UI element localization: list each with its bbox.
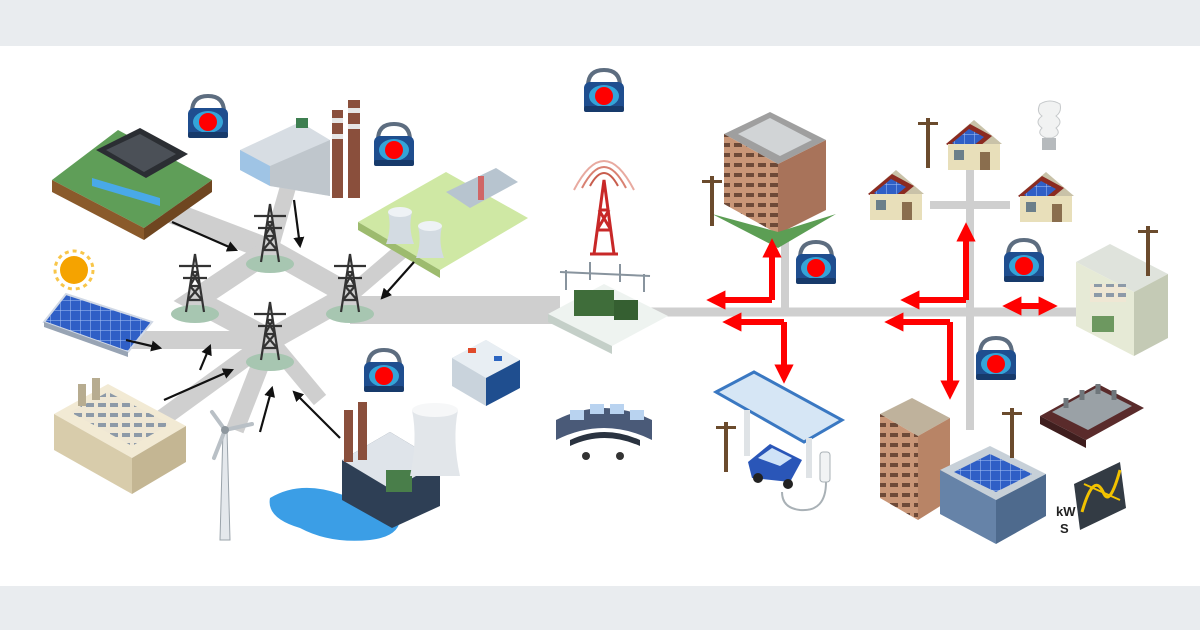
wind-turbine-icon	[210, 410, 254, 541]
storage-unit-icon	[1040, 384, 1144, 448]
feed-arrows	[125, 199, 415, 439]
substation-icon	[548, 262, 668, 354]
top-band	[0, 0, 1200, 46]
industrial-plant-icon	[54, 378, 186, 494]
house-icon	[946, 120, 1002, 170]
light-bulb-icon	[1037, 100, 1061, 150]
factory-icon	[52, 128, 212, 240]
battery-icon	[452, 340, 520, 406]
house-icon	[1018, 172, 1074, 222]
meter-display-icon	[1074, 462, 1126, 530]
sun-icon	[53, 249, 95, 291]
radio-tower-icon	[573, 160, 635, 256]
office-building-icon	[712, 112, 836, 248]
utility-pole-icon	[702, 176, 722, 226]
smart-meter-icon	[582, 68, 626, 114]
utility-pole-icon	[1002, 408, 1022, 458]
control-room-icon	[556, 404, 652, 460]
ev-charging-station-icon	[712, 370, 846, 512]
nuclear-plant-icon	[358, 168, 528, 278]
meter-unit-bottom: S	[1060, 521, 1069, 536]
utility-pole-icon	[716, 422, 736, 472]
smart-meter-icon	[794, 240, 838, 286]
solar-office-icon	[880, 398, 1046, 544]
smart-meter-icon	[362, 348, 406, 394]
smart-meter-icon	[372, 122, 416, 168]
utility-pole-icon	[918, 118, 938, 168]
warehouse-icon	[1076, 244, 1168, 356]
smart-meter-icon	[1002, 238, 1046, 284]
distribution-flow-arrows	[706, 222, 1058, 400]
hydro-plant-icon	[269, 402, 460, 541]
meter-unit-top: kW	[1056, 504, 1076, 519]
house-icon	[868, 170, 924, 220]
solar-farm-icon	[42, 292, 154, 357]
smart-meter-icon	[186, 94, 230, 140]
bottom-band	[0, 586, 1200, 630]
smart-meter-icon	[974, 336, 1018, 382]
power-plant-icon	[240, 100, 360, 198]
